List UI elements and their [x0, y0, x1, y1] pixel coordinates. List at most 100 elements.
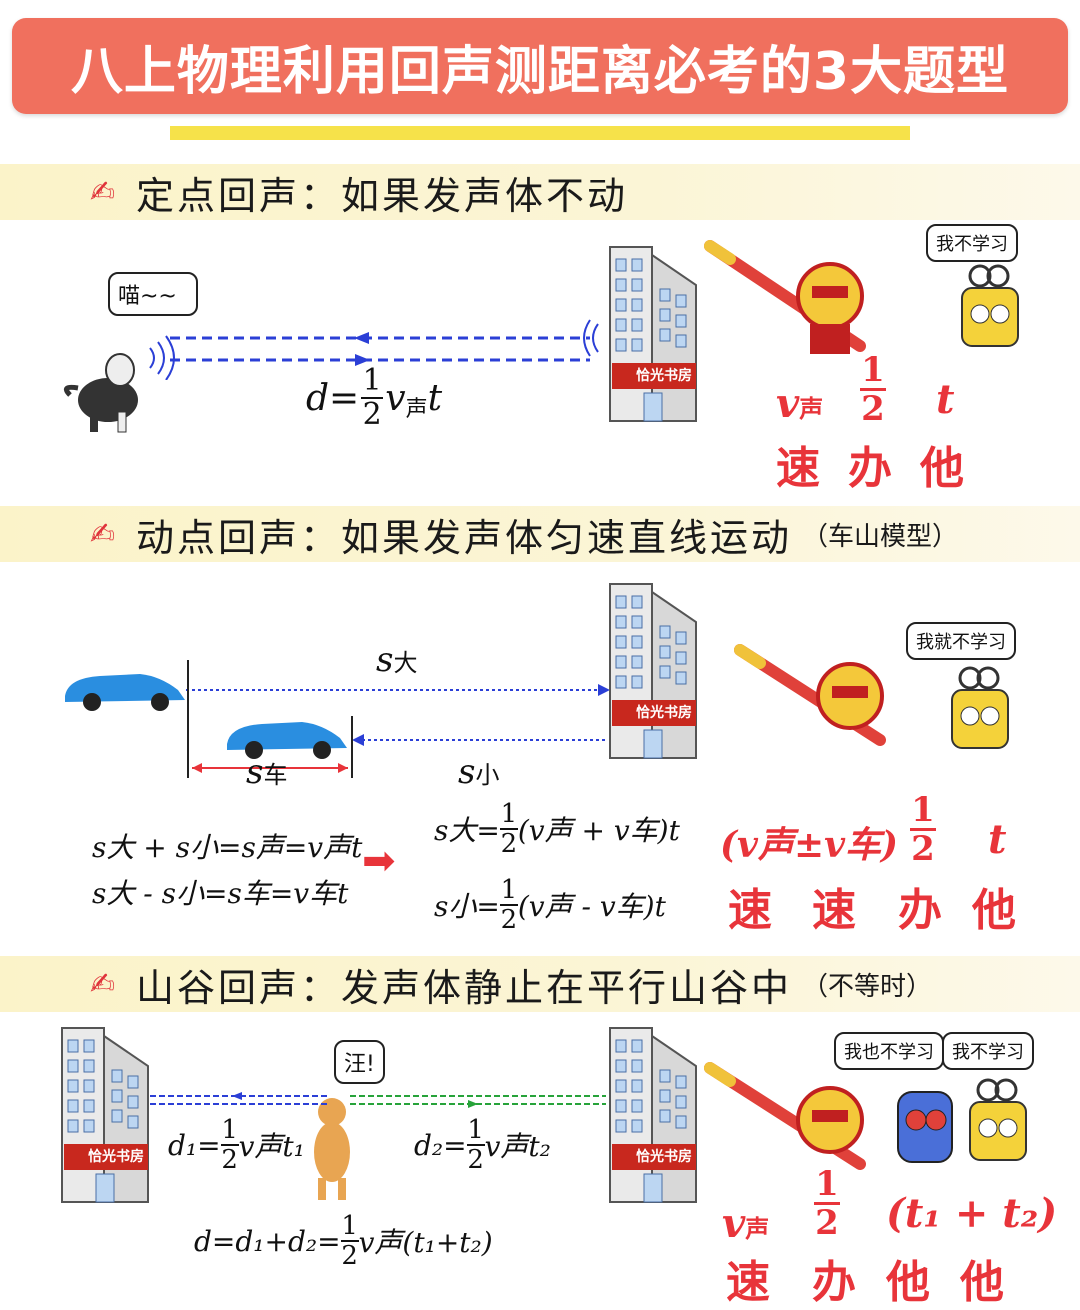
- half-num: 1: [861, 350, 885, 390]
- monk-character: [969, 1078, 1027, 1161]
- label-v-sub: 声: [799, 394, 824, 423]
- label-half: 1 2: [910, 792, 936, 867]
- section3-header: ✍ 山谷回声：发声体静止在平行山谷中 （不等时）: [0, 956, 1080, 1012]
- word-2: 速: [812, 885, 858, 936]
- d1-rhs: v声t₁: [238, 1130, 305, 1163]
- word-1: 速: [726, 1257, 772, 1308]
- shop-sign: 恰光书房: [636, 1149, 692, 1165]
- word-1: 速: [728, 885, 774, 936]
- speech-bubble-right: 我不学习: [926, 224, 1018, 262]
- cat-icon: ✍: [90, 516, 116, 552]
- fraction-den: 2: [220, 1144, 239, 1175]
- shop-sign: 恰光书房: [88, 1149, 144, 1165]
- s-che-text: s: [246, 752, 264, 792]
- equation-sum: s大 + s小=s声=v声t: [92, 831, 363, 864]
- label-v-text: v: [722, 1200, 746, 1247]
- half-fraction: 1 2: [499, 875, 518, 935]
- label-s-da: s大: [376, 640, 417, 680]
- speech-bubble-right: 我就不学习: [906, 622, 1016, 660]
- title-underline: [170, 126, 910, 140]
- s-che-sub: 车: [263, 761, 288, 789]
- half-fraction: 1 2: [220, 1115, 239, 1175]
- section2-title: 动点回声：如果发声体匀速直线运动: [136, 515, 793, 560]
- label-v-text: v: [776, 380, 800, 427]
- monk-character: [961, 264, 1019, 347]
- label-t-sum: (t₁ + t₂): [886, 1190, 1058, 1237]
- fraction-den: 2: [340, 1240, 359, 1271]
- fraction-den: 2: [361, 397, 384, 432]
- building-icon: [61, 1027, 149, 1203]
- label-v: v声: [776, 380, 823, 427]
- formula-v: v: [385, 377, 406, 419]
- speech-bubble-b: 我不学习: [942, 1032, 1034, 1070]
- section2-subtitle: （车山模型）: [802, 521, 959, 552]
- d2-rhs: v声t₂: [484, 1130, 551, 1163]
- building-icon: [609, 246, 697, 422]
- fraction-num: 1: [362, 363, 382, 398]
- section2-header: ✍ 动点回声：如果发声体匀速直线运动 （车山模型）: [0, 506, 1080, 562]
- section1-dashed-lines: [149, 319, 599, 380]
- label-s-xiao: s小: [458, 752, 499, 792]
- building-1: 恰光书房: [608, 245, 700, 429]
- banner-title: 八上物理利用回声测距离必考的3大题型: [12, 18, 1068, 114]
- d-total-rhs: v声(t₁+t₂): [358, 1226, 493, 1259]
- formula-lhs: d=: [306, 377, 360, 419]
- s-da-sub: 大: [393, 649, 418, 677]
- formula-v-sub: 声: [405, 397, 428, 422]
- eq4-rhs: (v声 - v车)t: [517, 890, 666, 923]
- fraction-num: 1: [341, 1211, 358, 1241]
- fraction-num: 1: [500, 875, 518, 905]
- shop-sign: 恰光书房: [636, 705, 692, 721]
- formula-t: t: [427, 377, 443, 419]
- cat-icon: ✍: [90, 174, 116, 210]
- word-2: 办: [812, 1257, 858, 1308]
- half-den: 2: [814, 1202, 840, 1243]
- cat-figure: [63, 353, 138, 433]
- equation-diff: s大 - s小=s车=v车t: [92, 877, 349, 910]
- fraction-den: 2: [499, 904, 518, 935]
- label-s-che: s车: [246, 752, 287, 792]
- car-icon-near: [227, 722, 347, 759]
- word-4: 他: [972, 885, 1018, 936]
- word-3: 办: [898, 885, 944, 936]
- car-icon-far: [65, 674, 185, 711]
- half-fraction: 1 2: [466, 1115, 485, 1175]
- half-fraction: 1 2: [361, 363, 384, 432]
- label-t: t: [988, 816, 1007, 863]
- building-right: 恰光书房: [608, 1026, 700, 1210]
- section3-title: 山谷回声：发声体静止在平行山谷中: [136, 965, 793, 1010]
- cat-icon: ✍: [90, 966, 116, 1002]
- label-half: 1 2: [860, 352, 886, 427]
- demon-character: [897, 1091, 953, 1163]
- shop-sign: 恰光书房: [636, 368, 692, 384]
- word-4: 他: [960, 1257, 1006, 1308]
- half-den: 2: [860, 388, 886, 429]
- building-2: 恰光书房: [608, 582, 700, 766]
- warrior-character: [704, 1062, 866, 1170]
- half-num: 1: [815, 1164, 839, 1204]
- label-v-pm: (v声±v车): [720, 824, 899, 866]
- s-da-text: s: [376, 640, 394, 680]
- label-v: v声: [722, 1200, 769, 1247]
- d1-lhs: d₁=: [168, 1128, 221, 1162]
- half-num: 1: [911, 790, 935, 830]
- equation-d-total: d=d₁+d₂= 1 2 v声(t₁+t₂): [194, 1212, 493, 1270]
- building-icon: [609, 1027, 697, 1203]
- warrior-character: [734, 644, 886, 746]
- fraction-den: 2: [499, 828, 518, 859]
- equation-d2: d₂= 1 2 v声t₂: [414, 1116, 551, 1174]
- section1-title: 定点回声：如果发声体不动: [136, 173, 629, 218]
- fraction-den: 2: [466, 1144, 485, 1175]
- dog-speech-bubble: 汪!: [334, 1040, 385, 1084]
- d-total-lhs: d=d₁+d₂=: [194, 1224, 341, 1258]
- fraction-num: 1: [467, 1115, 484, 1145]
- half-fraction: 1 2: [499, 800, 518, 859]
- equation-s-da: s大= 1 2 (v声 + v车)t: [434, 800, 680, 858]
- eq3-lhs: s大=: [434, 814, 500, 847]
- building-icon: [609, 583, 697, 759]
- section3-subtitle: （不等时）: [802, 971, 933, 1002]
- warrior-character: [704, 240, 866, 354]
- word-3: 他: [886, 1257, 932, 1308]
- fraction-num: 1: [221, 1115, 238, 1145]
